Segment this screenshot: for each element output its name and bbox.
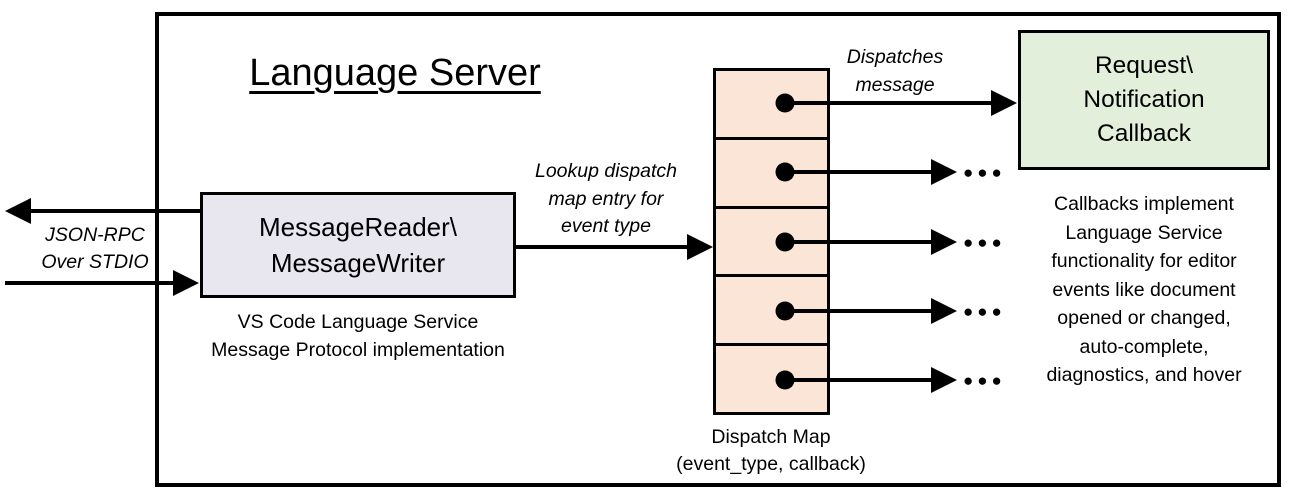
dispatch-map-cell [716, 346, 827, 412]
request-notification-callback-label: Request\ Notification Callback [1083, 52, 1205, 147]
ellipsis-row-5: ●●● [963, 371, 1006, 390]
ellipsis-row-2: ●●● [963, 163, 1006, 182]
arrowhead-icon [5, 198, 31, 224]
ellipsis-row-3: ●●● [963, 233, 1006, 252]
dispatch-map-cell [716, 277, 827, 347]
request-notification-callback-box: Request\ Notification Callback [1018, 30, 1270, 170]
title-wrap: Language Server [160, 52, 630, 95]
lookup-arrow-label: Lookup dispatch map entry for event type [534, 160, 678, 237]
message-reader-writer-label: MessageReader\ MessageWriter [259, 212, 457, 278]
language-server-boundary [155, 12, 1281, 487]
ellipsis-row-4: ●●● [963, 302, 1006, 321]
dispatch-map [713, 68, 830, 415]
io-arrow-label: JSON-RPC Over STDIO [41, 224, 149, 273]
dispatches-arrow-label: Dispatches message [846, 46, 944, 96]
callback-caption: Callbacks implement Language Service fun… [1046, 193, 1242, 386]
dispatch-map-cell [716, 140, 827, 209]
dispatch-map-cell [716, 71, 827, 140]
dispatch-map-cell [716, 209, 827, 278]
message-reader-writer-box: MessageReader\ MessageWriter [200, 192, 516, 298]
dispatch-map-caption: Dispatch Map (event_type, callback) [676, 426, 866, 475]
message-reader-writer-caption: VS Code Language Service Message Protoco… [211, 311, 505, 361]
page-title: Language Server [249, 52, 541, 94]
